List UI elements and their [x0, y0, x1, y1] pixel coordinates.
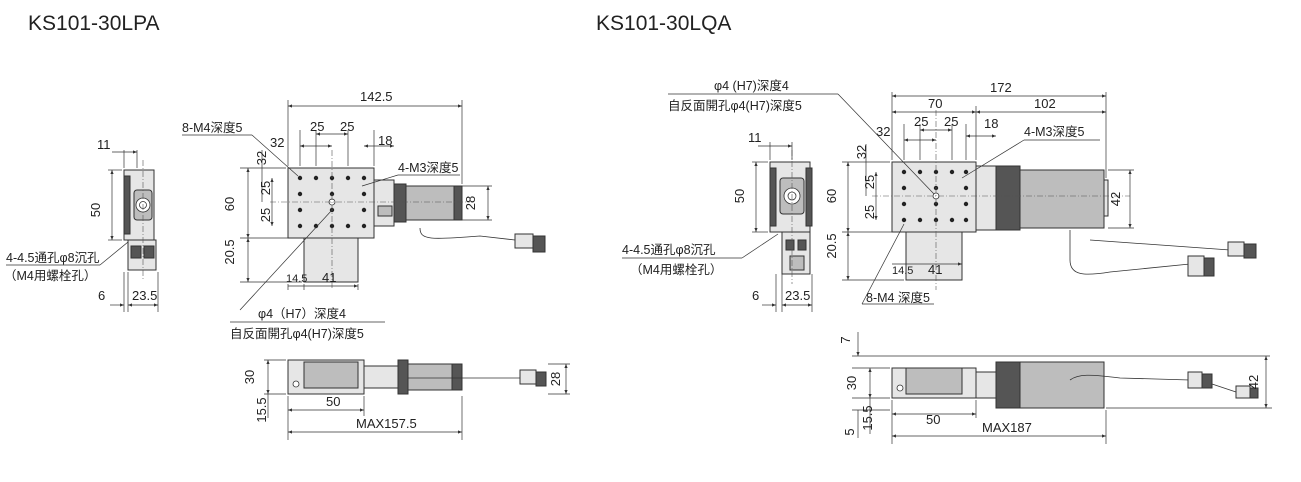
lqa-dim-v32: 32 — [854, 145, 869, 159]
lqa-dim-14-5: 14.5 — [892, 265, 913, 277]
lpa-dim-14-5: 14.5 — [286, 273, 307, 285]
lqa-dim-b7: 7 — [838, 336, 853, 343]
lpa-dim-6: 6 — [98, 288, 105, 303]
lpa-front-carriage — [303, 361, 359, 389]
lqa-dim-32: 32 — [876, 124, 890, 139]
lpa-note-bolt-hole: （M4用螺栓孔） — [4, 268, 96, 283]
lpa-dim-b28: 28 — [548, 372, 563, 386]
lqa-front-carriage — [905, 367, 963, 395]
lpa-dim-b30: 30 — [242, 370, 257, 384]
lqa-dim-50: 50 — [732, 189, 747, 203]
lpa-front-view: 30 15.5 50 MAX157.5 28 — [242, 359, 570, 440]
lqa-dim-25b: 25 — [944, 114, 958, 129]
lpa-stage-base — [303, 237, 359, 283]
lqa-note-phi-a: φ4 (H7)深度4 — [714, 78, 789, 93]
lqa-dim-b50: 50 — [926, 412, 940, 427]
lqa-top-view: 172 70 102 32 25 25 18 φ4 (H7)深度4 自反面開孔φ… — [668, 78, 1257, 305]
lqa-dim-25a: 25 — [914, 114, 928, 129]
lqa-note-bolt-hole: （M4用螺栓孔） — [630, 262, 722, 277]
lqa-dim-v20-5: 20.5 — [824, 233, 839, 258]
lpa-dim-25a: 25 — [310, 119, 324, 134]
lpa-dim-23-5: 23.5 — [132, 288, 157, 303]
lqa-dim-6: 6 — [752, 288, 759, 303]
lpa-dim-v60: 60 — [222, 197, 237, 211]
lqa-dim-11: 11 — [748, 130, 762, 145]
lpa-side-view: 11 50 6 23.5 4-4.5通孔φ8沉孔 （M4用螺栓孔） — [4, 137, 159, 312]
lqa-dim-102: 102 — [1034, 96, 1056, 111]
lqa-dim-b15-5: 15.5 — [860, 405, 875, 430]
lqa-front-view: 7 30 15.5 5 50 MAX187 42 — [838, 332, 1272, 444]
lqa-dim-v25a: 25 — [862, 175, 877, 189]
lqa-dim-v25b: 25 — [862, 205, 877, 219]
title-ks101-30lqa: KS101-30LQA — [596, 12, 732, 35]
lpa-note-phi-a: φ4（H7）深度4 — [258, 306, 346, 321]
lpa-note-phi-b: 自反面開孔φ4(H7)深度5 — [230, 326, 364, 341]
lpa-dim-18: 18 — [378, 133, 392, 148]
lpa-dim-b15-5: 15.5 — [254, 397, 269, 422]
lqa-side-view: 11 50 6 23.5 4-4.5通孔φ8沉孔 （M4用螺栓孔） — [622, 130, 813, 312]
lpa-dim-41: 41 — [322, 270, 336, 285]
lpa-dim-28: 28 — [463, 196, 478, 210]
lpa-dim-11: 11 — [97, 137, 111, 152]
lqa-dim-70: 70 — [928, 96, 942, 111]
lpa-dim-v32: 32 — [254, 151, 269, 165]
lqa-dim-b30: 30 — [844, 376, 859, 390]
lpa-hole-pattern — [297, 175, 367, 229]
lpa-dim-b50: 50 — [326, 394, 340, 409]
lpa-top-view: 142.5 32 25 25 18 8-M4深度5 4-M3深度5 60 20.… — [182, 89, 546, 341]
lqa-dim-42: 42 — [1108, 192, 1123, 206]
lpa-note-m4: 8-M4深度5 — [182, 120, 242, 135]
title-ks101-30lpa: KS101-30LPA — [28, 12, 160, 35]
lqa-note-through-hole: 4-4.5通孔φ8沉孔 — [622, 243, 716, 257]
lqa-note-m4: 8-M4 深度5 — [866, 290, 930, 305]
lpa-note-through-hole: 4-4.5通孔φ8沉孔 — [6, 251, 100, 265]
lqa-dim-v60: 60 — [824, 189, 839, 203]
lqa-dim-bmax: MAX187 — [982, 420, 1032, 435]
lqa-dim-18: 18 — [984, 116, 998, 131]
lpa-note-m3: 4-M3深度5 — [398, 160, 458, 175]
lpa-dim-142-5: 142.5 — [360, 89, 393, 104]
lpa-dim-v20-5: 20.5 — [222, 239, 237, 264]
lqa-motor — [1019, 169, 1105, 229]
lqa-stage-base — [905, 231, 963, 281]
lpa-dim-50: 50 — [88, 203, 103, 217]
lpa-motor — [405, 185, 455, 221]
lpa-dim-32: 32 — [270, 135, 284, 150]
lpa-dim-v25a: 25 — [258, 181, 273, 195]
lqa-note-phi-b: 自反面開孔φ4(H7)深度5 — [668, 98, 802, 113]
lqa-dim-41: 41 — [928, 262, 942, 277]
lqa-dim-172: 172 — [990, 80, 1012, 95]
lpa-dim-v25b: 25 — [258, 208, 273, 222]
lqa-note-m3: 4-M3深度5 — [1024, 124, 1084, 139]
lpa-dim-25b: 25 — [340, 119, 354, 134]
lqa-dim-b5: 5 — [842, 428, 857, 435]
lqa-dim-b42: 42 — [1246, 375, 1261, 389]
lpa-dim-bmax: MAX157.5 — [356, 416, 417, 431]
lqa-dim-23-5: 23.5 — [785, 288, 810, 303]
